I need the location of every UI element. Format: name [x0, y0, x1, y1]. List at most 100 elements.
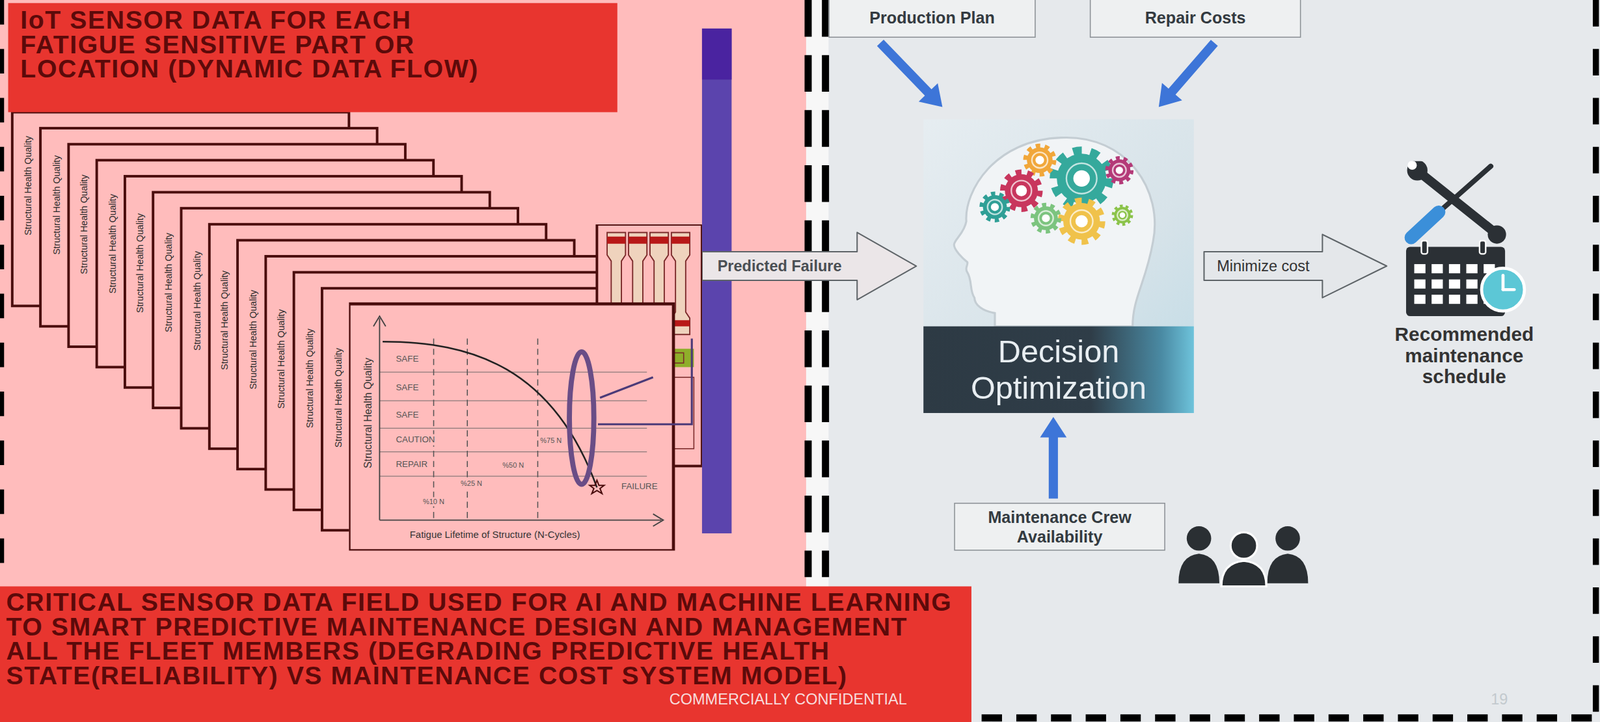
fatigue-chart-art — [382, 341, 597, 488]
schedule-icon — [1449, 294, 1461, 304]
brain-gears-art — [987, 199, 1003, 215]
schedule-icon — [1431, 264, 1443, 274]
axis-title: Structural Health Quality — [107, 192, 119, 295]
fatigue-chart-art — [433, 338, 435, 521]
flow-arrow — [1039, 417, 1067, 499]
brain-gears-art — [1115, 166, 1124, 174]
schedule-icon — [1481, 268, 1525, 312]
brain-gears-art — [1106, 158, 1132, 183]
flow-arrow — [702, 232, 917, 300]
divider-dashes — [821, 0, 829, 578]
purple-bar — [702, 28, 732, 80]
brain-gears-art — [1070, 210, 1094, 233]
schedule-icon — [1411, 212, 1439, 238]
people-icon — [1186, 526, 1212, 552]
brain-gears-art — [1032, 204, 1060, 232]
axis-title: Structural Health Quality — [219, 270, 231, 372]
brain-gears-art — [1033, 206, 1058, 231]
axis-title: Structural Health Quality — [248, 288, 260, 391]
brain-gears-art — [1073, 170, 1090, 187]
schedule-icon — [1503, 288, 1515, 292]
fatigue-chart-art — [379, 400, 647, 402]
brain-gears-art — [1108, 159, 1131, 182]
brain-gears-art — [1066, 163, 1098, 194]
brain-gears-art — [1056, 153, 1107, 204]
people-icon — [1221, 560, 1267, 587]
brain-gears-art — [1063, 203, 1100, 240]
schedule-icon — [1414, 294, 1426, 304]
cycle-label: %10 N — [421, 497, 446, 507]
flow-arrow — [1203, 234, 1387, 298]
schedule-icon — [1414, 279, 1426, 289]
schedule-icon — [1407, 161, 1428, 181]
cycle-label: %50 N — [501, 460, 526, 470]
people-icon — [1230, 532, 1258, 559]
axis-title: Structural Health Quality — [276, 308, 288, 410]
brain-gears-art — [1003, 172, 1040, 209]
divider-dashes — [1592, 0, 1599, 714]
cycle-label: %25 N — [459, 478, 483, 489]
people-icon — [1178, 553, 1220, 584]
cycle-label: %75 N — [539, 435, 563, 446]
fatigue-chart-art — [379, 428, 647, 429]
schedule-icon — [1501, 275, 1506, 290]
zone-label: REPAIR — [394, 458, 429, 470]
axis-title: Structural Health Quality — [304, 327, 316, 430]
input-box: Repair Costs — [1089, 0, 1302, 38]
brain-gears-art — [1035, 156, 1044, 165]
brain-gears-art — [981, 193, 1009, 221]
input-label: Production Plan — [869, 8, 995, 28]
brain-gears-art — [1026, 147, 1053, 174]
schedule-icon — [1414, 264, 1426, 274]
brain-gears-art — [1075, 215, 1088, 228]
flow-arrow — [1158, 39, 1219, 107]
zone-label: SAFE — [394, 382, 420, 394]
schedule-icon — [1449, 264, 1461, 274]
zone-label: SAFE — [394, 353, 420, 365]
fatigue-chart-art — [569, 352, 595, 485]
brain-gears-art — [923, 119, 1194, 334]
page-number: 19 — [1490, 690, 1509, 708]
axis-title: Structural Health Quality — [163, 230, 176, 333]
schedule-output: Recommended maintenance schedule — [1382, 161, 1546, 388]
people-icon — [1267, 553, 1309, 584]
brain-gears-art — [953, 137, 1155, 326]
brain-gears-art — [1113, 206, 1131, 224]
arrow-label: Predicted Failure — [715, 257, 844, 276]
fatigue-chart-art — [671, 236, 690, 245]
schedule-icon — [1431, 279, 1443, 289]
brain-gears-art — [1015, 185, 1027, 197]
axis-title: Fatigue Lifetime of Structure (N-Cycles) — [409, 528, 581, 541]
fatigue-chart-art — [537, 338, 539, 521]
fatigue-chart-art — [597, 338, 692, 425]
input-label: Maintenance Crew Availability — [962, 507, 1156, 547]
decision-box: Decision Optimization — [923, 119, 1194, 414]
fatigue-chart-art — [628, 236, 647, 245]
fatigue-chart-art — [650, 236, 669, 245]
axis-title: Structural Health Quality — [135, 212, 147, 314]
fatigue-chart-art — [607, 236, 626, 245]
axis-title: Structural Health Quality — [332, 346, 344, 449]
arrow-label: Minimize cost — [1214, 257, 1312, 276]
brain-gears-art — [1061, 201, 1103, 243]
people-icon — [1178, 526, 1308, 587]
schedule-icon — [1421, 240, 1428, 254]
brain-gears-art — [1117, 210, 1128, 221]
schedule-icon — [1466, 294, 1478, 304]
schedule-icon — [1382, 161, 1546, 321]
brain-gears-art — [1038, 210, 1054, 226]
schedule-icon — [1431, 294, 1443, 304]
brain-gears-art — [983, 195, 1008, 220]
divider-dashes — [981, 714, 1600, 722]
people-icon — [1275, 526, 1301, 552]
axis-title: Structural Health Quality — [362, 357, 375, 469]
input-box: Production Plan — [828, 0, 1036, 38]
flow-arrow — [877, 39, 943, 108]
brain-gears-art — [1119, 212, 1126, 218]
schedule-icon — [1407, 161, 1417, 170]
schedule-icon — [1487, 225, 1506, 244]
fatigue-chart-art — [379, 476, 647, 477]
zone-label: CAUTION — [394, 433, 436, 445]
schedule-icon — [1449, 279, 1461, 289]
